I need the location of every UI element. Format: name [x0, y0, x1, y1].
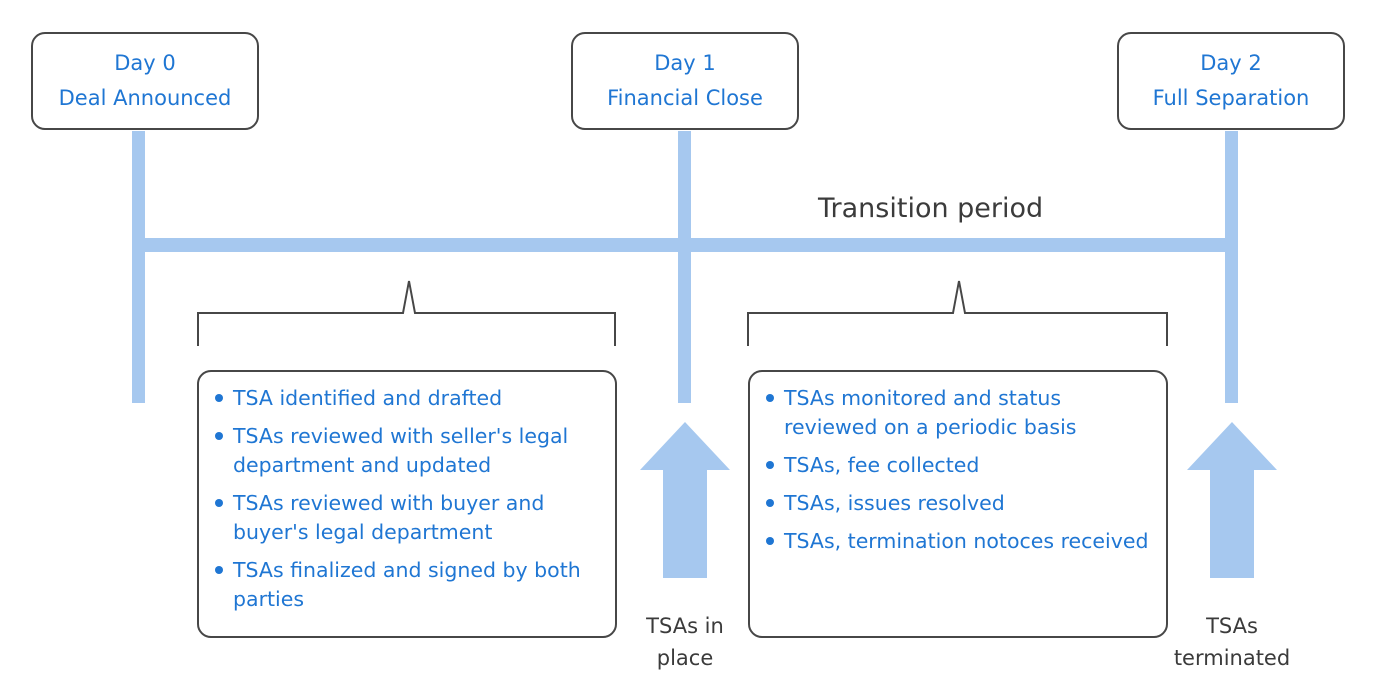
- phase1-item: TSAs reviewed with buyer and buyer's leg…: [209, 489, 605, 547]
- tsas-terminated-line1: TSAs: [1206, 614, 1258, 638]
- milestone-day1-name: Financial Close: [607, 86, 763, 110]
- milestone-day2-name: Full Separation: [1152, 86, 1310, 110]
- phase1-item: TSAs reviewed with seller's legal depart…: [209, 422, 605, 480]
- milestone-day0-name: Deal Announced: [58, 86, 232, 110]
- tsas-in-place-line2: place: [656, 646, 714, 670]
- milestone-day2-day: Day 2: [1200, 51, 1262, 75]
- phase2-item: TSAs, fee collected: [760, 451, 1156, 480]
- milestone-day0: Day 0 Deal Announced: [31, 32, 259, 130]
- phase1-activities: TSA identified and drafted TSAs reviewed…: [197, 370, 617, 638]
- tsas-in-place-caption: TSAs in place: [610, 610, 760, 674]
- phase2-list: TSAs monitored and status reviewed on a …: [760, 384, 1156, 556]
- phase1-item: TSAs finalized and signed by both partie…: [209, 556, 605, 614]
- milestone-day1-day: Day 1: [654, 51, 716, 75]
- tsas-terminated-caption: TSAs terminated: [1157, 610, 1307, 674]
- phase2-item: TSAs, issues resolved: [760, 489, 1156, 518]
- tsas-terminated-line2: terminated: [1173, 646, 1291, 670]
- tsas-terminated-arrow-icon: [1187, 422, 1277, 578]
- milestone-day2: Day 2 Full Separation: [1117, 32, 1345, 130]
- phase2-item: TSAs, termination notoces received: [760, 527, 1156, 556]
- phase2-item: TSAs monitored and status reviewed on a …: [760, 384, 1156, 442]
- milestone-day0-day: Day 0: [114, 51, 176, 75]
- day2-stem: [1225, 131, 1238, 403]
- tsas-in-place-arrow-icon: [640, 422, 730, 578]
- day0-stem: [132, 131, 145, 403]
- day1-stem: [678, 131, 691, 403]
- phase1-list: TSA identified and drafted TSAs reviewed…: [209, 384, 605, 614]
- transition-line: [132, 238, 1238, 252]
- phase2-activities: TSAs monitored and status reviewed on a …: [748, 370, 1168, 638]
- tsas-in-place-line1: TSAs in: [646, 614, 724, 638]
- phase1-item: TSA identified and drafted: [209, 384, 605, 413]
- milestone-day1: Day 1 Financial Close: [571, 32, 799, 130]
- phase1-brace: [197, 280, 616, 346]
- transition-period-label: Transition period: [818, 193, 1044, 224]
- phase2-brace: [747, 280, 1168, 346]
